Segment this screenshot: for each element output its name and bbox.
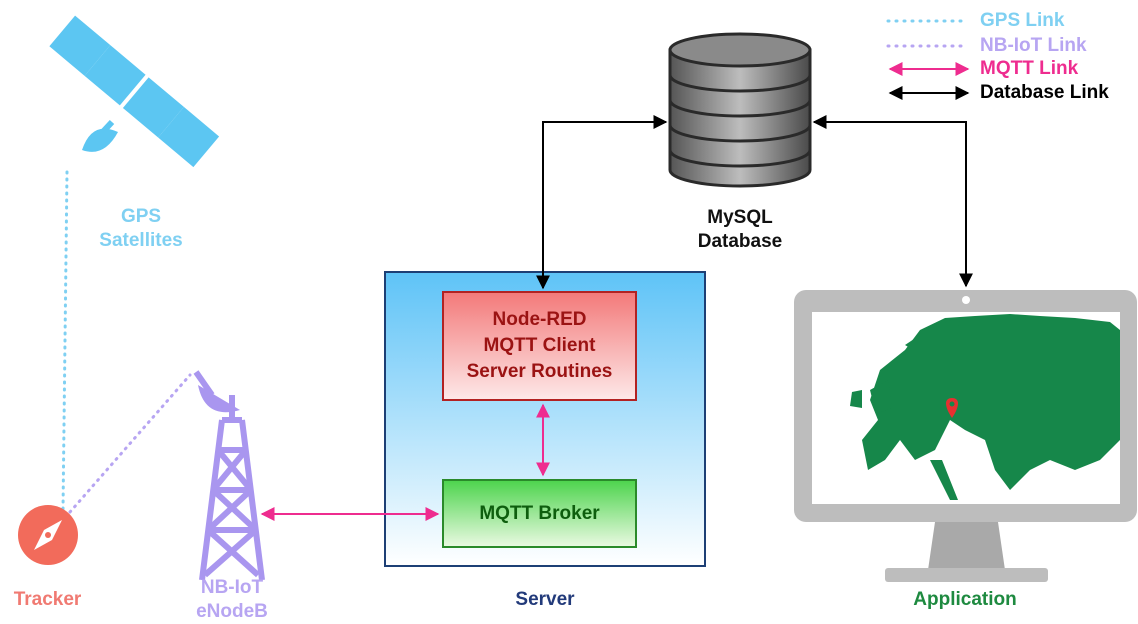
- nbiot-label-line1: NB-IoT: [200, 577, 264, 598]
- gps-satellites-label: GPS Satellites: [86, 205, 196, 253]
- europe-map: [850, 314, 1120, 500]
- legend-db: Database Link: [880, 82, 1138, 104]
- legend-db-label: Database Link: [980, 82, 1109, 103]
- node-red-line1: Node-RED: [492, 309, 587, 330]
- tracker-label: Tracker: [13, 589, 82, 610]
- node-red-line3: Server Routines: [466, 361, 613, 382]
- db-link-server: [536, 115, 668, 290]
- legend-mqtt-label: MQTT Link: [980, 58, 1079, 79]
- legend-gps-label: GPS Link: [980, 10, 1065, 31]
- gps-link: [61, 170, 69, 512]
- mqtt-broker-box: MQTT Broker: [442, 479, 637, 548]
- node-red-box: Node-RED MQTT Client Server Routines: [442, 291, 637, 401]
- legend-samples: [886, 19, 970, 100]
- application-label: Application: [913, 589, 1017, 610]
- db-label-line1: MySQL: [707, 207, 773, 228]
- mqtt-broker-label: MQTT Broker: [479, 502, 600, 524]
- nbiot-link: [68, 373, 192, 514]
- legend-nbiot-label: NB-IoT Link: [980, 35, 1087, 56]
- node-red-line2: MQTT Client: [483, 335, 596, 356]
- server-label: Server: [515, 589, 575, 610]
- mysql-database-label: MySQL Database: [680, 206, 800, 254]
- db-link-app: [812, 115, 973, 288]
- tower-icon: [193, 370, 265, 581]
- db-label-line2: Database: [697, 231, 783, 252]
- database-icon: [668, 32, 812, 188]
- gps-label-line1: GPS: [120, 206, 162, 227]
- nbiot-enodeb-label: NB-IoT eNodeB: [172, 576, 292, 624]
- legend-nbiot: NB-IoT Link: [880, 35, 1138, 57]
- map-pin-icon: [946, 398, 958, 418]
- nbiot-label-line2: eNodeB: [196, 601, 268, 622]
- legend-gps: GPS Link: [880, 10, 1138, 32]
- satellite-icon: [49, 15, 220, 168]
- gps-label-line2: Satellites: [99, 230, 183, 251]
- compass-icon: [18, 505, 78, 565]
- legend-mqtt: MQTT Link: [880, 58, 1138, 80]
